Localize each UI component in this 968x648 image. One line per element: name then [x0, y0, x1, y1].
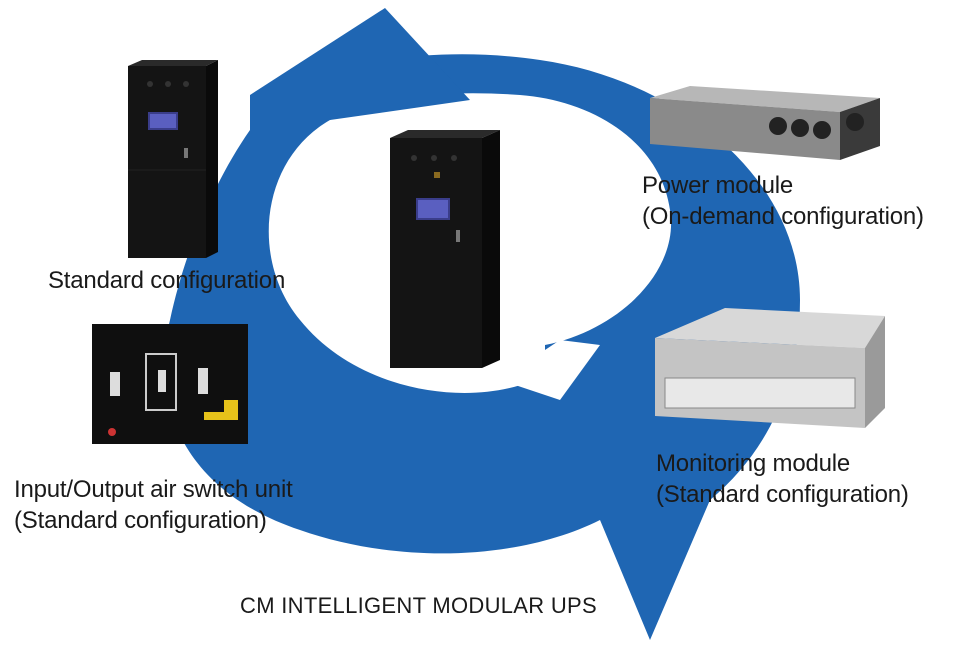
label-power-module-line2: (On-demand configuration): [642, 203, 924, 230]
label-monitoring-module: Monitoring module (Standard configuratio…: [656, 448, 909, 510]
label-standard-line1: Standard configuration: [48, 267, 286, 294]
label-monitoring-module-line2: (Standard configuration): [656, 481, 909, 508]
label-monitoring-module-line1: Monitoring module: [656, 450, 851, 477]
label-air-switch-line2: (Standard configuration): [14, 507, 267, 534]
diagram-title: CM INTELLIGENT MODULAR UPS: [240, 593, 598, 618]
label-power-module: Power module (On-demand configuration): [642, 170, 924, 232]
label-air-switch-line1: Input/Output air switch unit: [14, 476, 293, 503]
ring-gap: [500, 340, 600, 400]
ring-arc: [164, 54, 800, 641]
arrowhead-top: [250, 8, 470, 120]
label-standard: Standard configuration: [48, 265, 285, 296]
switch-panel-icon: [92, 324, 248, 444]
monitoring-module-icon: [655, 308, 885, 428]
label-air-switch: Input/Output air switch unit (Standard c…: [14, 474, 293, 536]
label-power-module-line1: Power module: [642, 172, 794, 199]
ups-cabinet-icon: [128, 60, 218, 258]
power-module-icon: [650, 86, 880, 160]
central-ups-cabinet-icon: [390, 130, 500, 368]
